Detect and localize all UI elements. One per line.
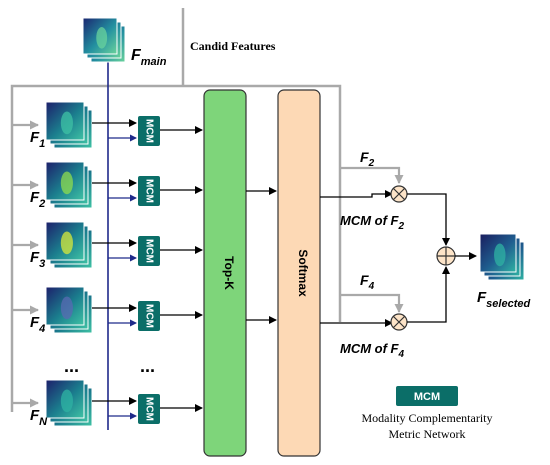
multiply-icon-bottom [393,316,405,328]
main-feature-stack-icon [82,17,126,63]
mul-bottom-to-add [407,266,450,323]
feature-stack-icon [45,379,93,427]
feature-map-highlight [494,243,506,267]
topk-block [203,89,247,457]
softmax-block [277,89,321,457]
feature-label: F1 [30,129,45,150]
feature-row: FN MCM [12,379,203,428]
legend-line-2: Metric Network [389,427,466,441]
ellipsis-mcm: ... [140,356,155,376]
feature-map-highlight [60,296,73,320]
mcm-block [138,116,160,146]
f-selected-label: Fselected [477,289,530,310]
feature-map-highlight [60,111,73,135]
mcm-block-label: MCM [143,119,154,143]
multiply-icon-top [393,188,405,200]
feature-map-highlight [60,231,73,255]
mcm-block-label: MCM [143,304,154,328]
topk-label: Top-K [222,256,236,290]
feature-row: F1 MCM [12,101,203,150]
feature-label: F4 [30,314,45,335]
operators [390,185,456,331]
mcm-block-label: MCM [143,397,154,421]
candid-features-caption: Candid Features [190,39,276,53]
f4-branch-label: F4 [360,272,375,292]
feature-stack-icon [45,161,93,209]
softmax-label: Softmax [296,249,310,297]
feature-label: F2 [30,189,45,210]
mcm-block [138,394,160,424]
mcm-block-label: MCM [143,239,154,263]
mcm-of-f2-label: MCM of F2 [340,213,404,232]
branch-gray-arrows [340,166,404,313]
add-icon [437,247,455,265]
feature-stack-icon [45,221,93,269]
feature-label: F3 [30,249,45,270]
feature-row: F4 MCM [12,286,203,335]
merge-lines [407,193,477,323]
mcm-block-label: MCM [143,179,154,203]
legend-line-1: Modality Complementarity [362,411,493,425]
feature-label: FN [30,407,48,428]
mcm-block [138,176,160,206]
feature-stack-icon [45,101,93,149]
mcm-of-f4-label: MCM of F4 [340,341,404,360]
f2-branch-label: F2 [360,149,375,169]
f4-branch-arrow [340,293,404,313]
feature-map-highlight [60,389,73,413]
top-gray-loop [10,84,342,412]
f2-branch-arrow [340,166,404,184]
legend-mcm-badge-label: MCM [414,391,440,403]
softmax-output-lines [320,190,393,327]
feature-row: F2 MCM [12,161,203,210]
mul-top-to-add [407,193,450,246]
main-feature-stack [82,17,126,63]
mcm-block [138,301,160,331]
legend-mcm-badge [396,386,458,406]
topk-to-softmax-arrows [246,187,277,324]
ellipsis-features: ... [64,356,79,376]
feature-map-highlight [60,171,73,195]
softmax-to-mul-top [320,190,393,198]
f-main-label: Fmain [131,47,167,68]
mcm-block [138,236,160,266]
feature-map-highlight [96,27,108,49]
feature-row: F3 MCM [12,221,203,270]
output-feature-stack-icon [479,233,525,281]
feature-stack-icon [45,286,93,334]
output-feature-stack [479,233,525,281]
gray-feedback-lines [10,8,342,412]
